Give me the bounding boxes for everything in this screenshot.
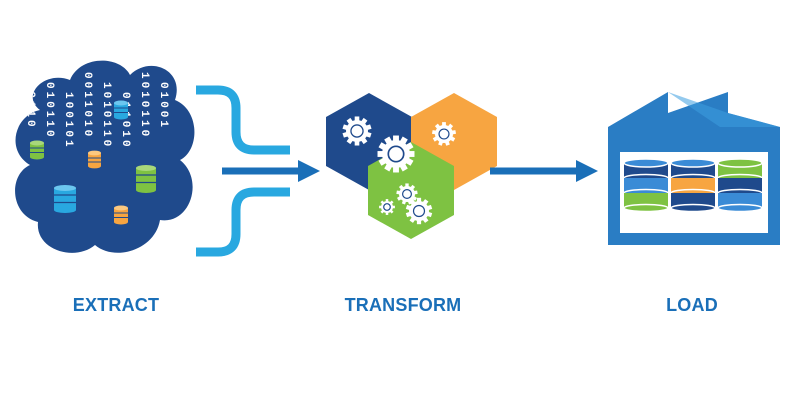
load-arrowhead [576, 160, 598, 182]
db-icon-green-right [136, 165, 156, 193]
binary-column: 0011010 [81, 72, 93, 139]
gear-icon [405, 197, 433, 225]
database-icon [623, 158, 669, 213]
transform-label: TRANSFORM [344, 295, 462, 315]
binary-column: 01001 [157, 82, 169, 130]
gear-icon [342, 116, 372, 146]
binary-column: 100110 [24, 72, 36, 130]
load-arrow [490, 160, 598, 182]
db-icon-orange-mid [88, 150, 101, 169]
binary-column: 1010110 [100, 82, 112, 149]
merge-arrowhead [298, 160, 320, 182]
gear-icon [379, 199, 395, 215]
gears-hexagon-icon [326, 93, 497, 239]
load-label: LOAD [666, 295, 718, 315]
db-icon-green-left [30, 140, 44, 160]
gear-icon [377, 135, 415, 173]
merge-line-top [196, 85, 290, 155]
db-icon-sky-bottom [54, 185, 76, 213]
gear-icon [396, 183, 418, 205]
gear-icon [431, 122, 457, 146]
warehouse-roof-light [668, 92, 780, 127]
extract-label: EXTRACT [72, 295, 160, 315]
warehouse-databases [623, 158, 763, 213]
binary-column: 100101 [62, 92, 74, 150]
binary-column: 1010110 [138, 72, 150, 139]
database-icon [717, 158, 763, 213]
database-icon [670, 158, 716, 213]
data-warehouse-icon [608, 92, 780, 245]
merge-line-bottom [196, 187, 290, 257]
merge-arrow [196, 85, 320, 257]
db-icon-sky-top [114, 100, 128, 120]
gears [342, 116, 457, 225]
binary-column: 010110 [43, 82, 55, 140]
db-icon-orange-bottom [114, 205, 128, 225]
